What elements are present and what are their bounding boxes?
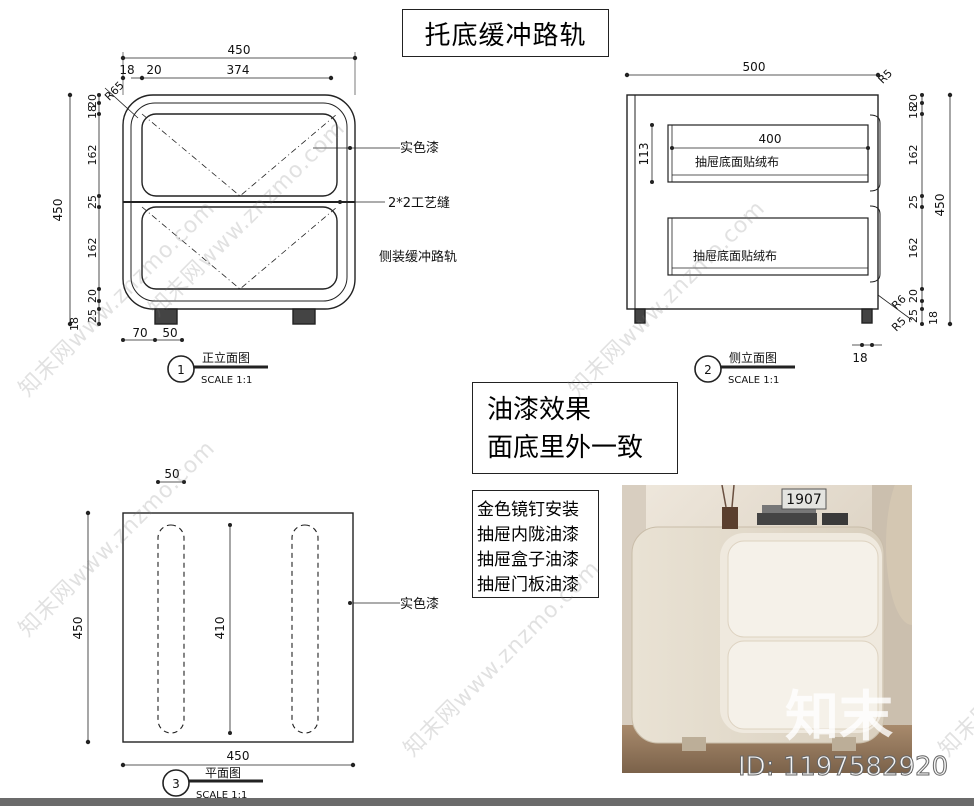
svg-text:3: 3 [172, 777, 180, 791]
front-drawer-bottom [141, 206, 338, 290]
note-item: 抽屉门板油漆 [477, 575, 579, 595]
side-dim-height: 450 [933, 194, 947, 217]
svg-text:25: 25 [907, 195, 920, 209]
front-drawer-top [141, 113, 338, 197]
front-dim-top-c: 374 [227, 63, 250, 77]
side-dims-right: 20 18 162 25 162 20 25 18 [907, 94, 940, 325]
side-view-tag: 2 侧立面图 SCALE 1:1 [694, 350, 795, 386]
svg-text:侧立面图: 侧立面图 [729, 350, 777, 365]
plan-view [87, 481, 400, 766]
note-item: 抽屉盒子油漆 [477, 550, 579, 570]
plan-label-paint: 实色漆 [400, 596, 439, 612]
front-dim-top-total: 450 [228, 43, 251, 57]
main-title: 托底缓冲路轨 [424, 20, 587, 51]
side-outer-body [626, 94, 879, 310]
svg-text:1: 1 [177, 363, 185, 377]
side-drawer-label-2: 抽屉底面贴绒布 [693, 248, 777, 263]
front-elevation [69, 52, 356, 341]
paint-effect-box: 油漆效果 面底里外一致 [472, 382, 678, 474]
front-dim-top-b: 20 [146, 63, 161, 77]
side-dim-r6: R6 [889, 293, 909, 313]
svg-text:18: 18 [907, 105, 920, 119]
clock-text: 1907 [786, 492, 822, 508]
notes-box: 金色镜钉安装 抽屉内陇油漆 抽屉盒子油漆 抽屉门板油漆 [472, 490, 599, 598]
plan-dim-left: 450 [71, 617, 85, 640]
side-drawer-top [667, 124, 869, 183]
product-photo: 1907 [622, 485, 912, 773]
plan-dim-bottom: 450 [227, 749, 250, 763]
svg-text:SCALE 1:1: SCALE 1:1 [201, 375, 252, 386]
svg-text:162: 162 [907, 145, 920, 166]
svg-text:20: 20 [907, 289, 920, 303]
svg-text:20: 20 [907, 94, 920, 108]
svg-text:正立面图: 正立面图 [202, 350, 250, 365]
svg-text:162: 162 [86, 145, 99, 166]
svg-text:18: 18 [927, 311, 940, 325]
plan-rail-left [157, 524, 185, 734]
svg-text:25: 25 [907, 309, 920, 323]
plan-rail-right [291, 524, 319, 734]
side-drawer-bottom [667, 217, 869, 276]
svg-text:25: 25 [86, 195, 99, 209]
svg-text:SCALE 1:1: SCALE 1:1 [196, 790, 247, 801]
svg-text:18: 18 [86, 105, 99, 119]
front-dim-bottom-a: 70 [132, 326, 147, 340]
plan-dim-inner: 410 [213, 617, 227, 640]
note-item: 金色镜钉安装 [477, 500, 579, 520]
side-dim-drawer-h: 113 [637, 143, 651, 166]
plan-dim-dots [85, 480, 356, 768]
svg-text:20: 20 [86, 94, 99, 108]
front-view-tag: 1 正立面图 SCALE 1:1 [167, 350, 268, 386]
side-dim-r5-top: R5 [876, 67, 896, 87]
side-dim-dots [624, 72, 953, 347]
front-label-gap: 2*2工艺缝 [388, 196, 450, 211]
front-label-rail: 侧装缓冲路轨 [379, 249, 457, 265]
znzmo-logo: 知末 [785, 685, 893, 748]
front-dim-height: 450 [51, 199, 65, 222]
svg-text:162: 162 [907, 238, 920, 259]
svg-text:平面图: 平面图 [205, 766, 241, 780]
svg-text:18: 18 [68, 317, 81, 331]
side-dim-bottom: 18 [852, 351, 867, 365]
id-text: ID: 1197582920 [737, 752, 949, 783]
plan-outline [122, 512, 354, 743]
paint-effect-line2: 面底里外一致 [487, 433, 644, 463]
paint-effect-line1: 油漆效果 [487, 395, 592, 425]
front-dim-top-a: 18 [119, 63, 134, 77]
side-dim-r5-bottom: R5 [889, 315, 909, 335]
note-item: 抽屉内陇油漆 [477, 525, 579, 545]
svg-text:20: 20 [86, 289, 99, 303]
front-dim-bottom-b: 50 [162, 326, 177, 340]
main-title-box: 托底缓冲路轨 [402, 9, 609, 57]
side-dim-inner: 400 [759, 132, 782, 146]
front-dim-dots [67, 55, 358, 605]
svg-text:162: 162 [86, 238, 99, 259]
front-label-paint: 实色漆 [400, 140, 439, 156]
plan-dim-top: 50 [164, 467, 179, 481]
svg-text:2: 2 [704, 363, 712, 377]
side-dim-top: 500 [743, 60, 766, 74]
side-drawer-label-1: 抽屉底面贴绒布 [695, 154, 779, 169]
svg-text:SCALE 1:1: SCALE 1:1 [728, 375, 779, 386]
front-dims-left: 20 18 162 25 162 20 25 18 [68, 94, 99, 331]
side-elevation [626, 74, 951, 346]
footer-bar [0, 798, 974, 806]
svg-text:25: 25 [86, 309, 99, 323]
plan-view-tag: 3 平面图 SCALE 1:1 [162, 766, 263, 801]
